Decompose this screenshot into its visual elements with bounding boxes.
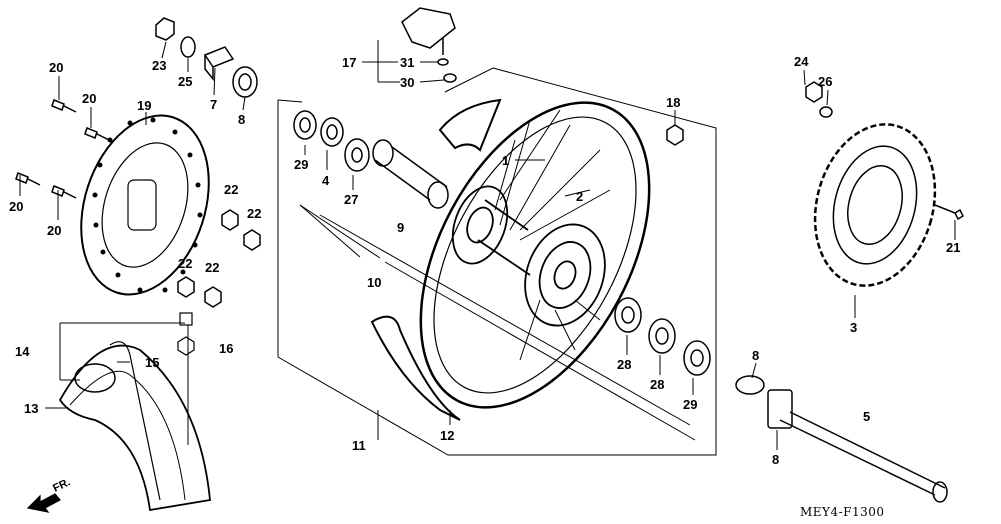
rim: [370, 98, 651, 421]
callout-20-b: 20: [82, 91, 96, 106]
callout-13: 13: [24, 401, 38, 416]
callout-31: 31: [400, 55, 414, 70]
callout-8-axle-lower: 8: [772, 452, 779, 467]
bearing-left-group: [293, 110, 449, 209]
nut-22-group: [177, 209, 261, 308]
brake-disc: [80, 114, 210, 296]
bearing-right-group: [614, 297, 711, 376]
callout-14: 14: [15, 344, 30, 359]
callout-25: 25: [178, 74, 192, 89]
sprocket: [805, 81, 964, 287]
callout-29-b: 29: [683, 397, 697, 412]
callout-28-a: 28: [617, 357, 631, 372]
callout-30: 30: [400, 75, 414, 90]
callout-22-d: 22: [205, 260, 219, 275]
callout-29-a: 29: [294, 157, 308, 172]
callout-8-axle-upper: 8: [752, 348, 759, 363]
callout-27: 27: [344, 192, 358, 207]
axle-assembly: [735, 375, 948, 503]
callout-15: 15: [145, 355, 159, 370]
callout-7: 7: [210, 97, 217, 112]
hub: [451, 185, 606, 327]
callout-11: 11: [352, 438, 366, 453]
callout-21: 21: [946, 240, 960, 255]
callout-22-c: 22: [178, 256, 192, 271]
callout-3: 3: [850, 320, 857, 335]
front-direction-arrow: [26, 493, 61, 513]
callout-1: 1: [502, 153, 509, 168]
callout-20-c: 20: [9, 199, 23, 214]
callout-12: 12: [440, 428, 454, 443]
bolt-20-group: [15, 99, 110, 199]
nut-18: [666, 124, 684, 146]
callout-4: 4: [322, 173, 330, 188]
caliper-parts: [155, 17, 258, 98]
callout-9: 9: [397, 220, 404, 235]
callout-23: 23: [152, 58, 166, 73]
figure-code: MEY4-F1300: [800, 505, 885, 519]
tire: [58, 312, 211, 512]
fr-label: FR.: [51, 476, 72, 494]
callout-24: 24: [794, 54, 809, 69]
callout-19: 19: [137, 98, 151, 113]
callout-10: 10: [367, 275, 381, 290]
callout-5: 5: [863, 409, 870, 424]
callout-18: 18: [666, 95, 680, 110]
spokes: [494, 109, 611, 361]
callout-22-b: 22: [247, 206, 261, 221]
callout-17: 17: [342, 55, 356, 70]
callout-labels: 1 2 3 4 5 7 8 8 8 9 10 11 12 13 14 15 16…: [9, 54, 960, 519]
callout-26: 26: [818, 74, 832, 89]
assembly-outline: [277, 67, 717, 456]
callout-16: 16: [219, 341, 233, 356]
callout-2: 2: [576, 189, 583, 204]
callout-22-a: 22: [224, 182, 238, 197]
leader-lines: [19, 40, 956, 450]
callout-20-a: 20: [49, 60, 63, 75]
callout-20-d: 20: [47, 223, 61, 238]
callout-28-b: 28: [650, 377, 664, 392]
chain-guide-bracket: [401, 7, 457, 83]
callout-8-top: 8: [238, 112, 245, 127]
